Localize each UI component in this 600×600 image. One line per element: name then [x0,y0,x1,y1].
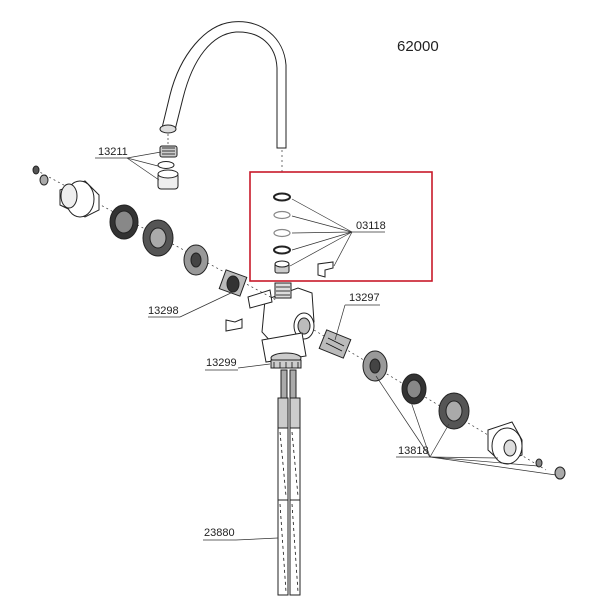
callout-13818: 13818 [398,445,429,457]
leader-13818-b [409,398,431,458]
leader-23880 [235,537,279,541]
aerator-13211 [157,134,179,190]
leader-03118-e [289,231,353,267]
callout-03118: 03118 [356,220,386,232]
callout-13297: 13297 [349,292,380,304]
leader-13298 [179,291,234,318]
faucet-body [225,282,315,369]
o-rings-03118 [273,192,334,278]
callout-13211: 13211 [98,146,128,158]
leader-13818-a [375,375,431,458]
leader-13211-b [126,157,159,167]
leader-13211-c [126,157,160,181]
spout [159,21,287,172]
leader-03118-b [291,215,353,233]
leader-13818-e [429,456,539,467]
callout-23880: 23880 [204,527,235,539]
callout-13298: 13298 [148,305,179,317]
leader-03118-a [291,198,353,233]
supply-hoses-23880 [277,369,301,596]
leader-13818-d [429,456,499,459]
right-handle-assembly [313,329,566,480]
leader-03118-f [333,231,353,267]
leader-13818-f [429,456,557,476]
leader-03118-d [291,231,353,251]
leader-13297 [334,304,346,341]
highlight-box [249,171,433,282]
model-number: 62000 [397,38,439,55]
leader-03118-c [291,231,353,234]
left-handle-assembly [32,165,277,301]
leader-13818-c [429,423,450,458]
callout-13299: 13299 [206,357,237,369]
leader-13299 [237,363,271,369]
leader-13211-a [126,151,162,159]
